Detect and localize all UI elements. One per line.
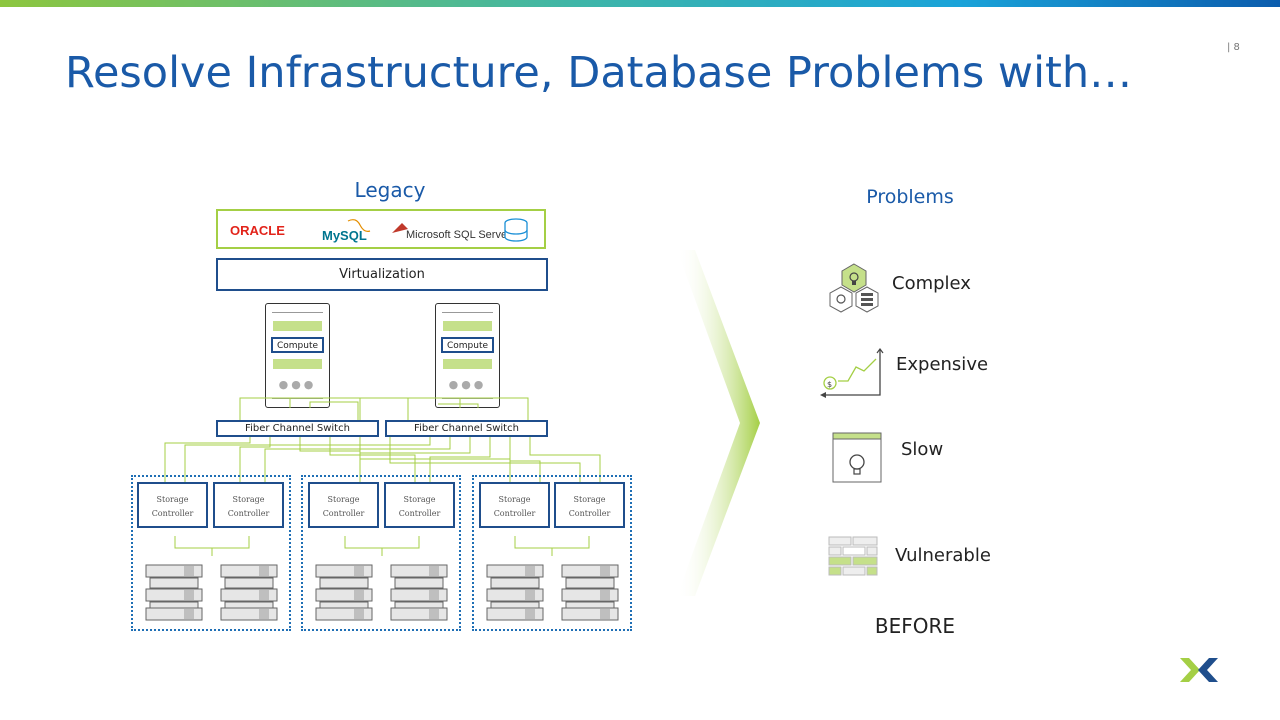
compute-label: Compute <box>441 337 494 353</box>
storage-group-2 <box>301 475 461 631</box>
sql-server-logo: Microsoft SQL Server <box>406 229 511 241</box>
storage-controller: Storage Controller <box>308 482 379 528</box>
brick-wall-icon <box>828 536 878 576</box>
storage-controller: Storage Controller <box>384 482 455 528</box>
storage-controller: Storage Controller <box>479 482 550 528</box>
more-dots-icon: ●●● <box>448 378 487 391</box>
svg-text:$: $ <box>827 380 832 389</box>
sql-server-flag-icon <box>392 223 408 233</box>
mysql-dolphin-icon <box>347 219 371 232</box>
disk-stack-icon <box>315 564 373 621</box>
oracle-logo: ORACLE <box>230 223 285 238</box>
problem-complex: Complex <box>892 273 971 294</box>
disk-stack-icon <box>145 564 203 621</box>
legacy-heading: Legacy <box>354 178 426 202</box>
problem-vulnerable: Vulnerable <box>895 545 991 566</box>
problem-slow: Slow <box>901 439 944 460</box>
compute-server-2: Compute ●●● <box>435 303 500 408</box>
disk-stack-icon <box>390 564 448 621</box>
slow-window-icon <box>832 432 882 483</box>
complex-hex-icon <box>829 263 879 313</box>
storage-group-1 <box>131 475 291 631</box>
database-logos-box: ORACLE MySQL Microsoft SQL Server <box>216 209 546 249</box>
disk-stack-icon <box>486 564 544 621</box>
slide-title: Resolve Infrastructure, Database Problem… <box>65 48 1133 98</box>
before-label: BEFORE <box>874 614 956 638</box>
storage-controller: Storage Controller <box>554 482 625 528</box>
disk-stack-icon <box>561 564 619 621</box>
problem-expensive: Expensive <box>896 354 989 375</box>
brand-gradient-bar <box>0 0 1280 7</box>
virtualization-layer: Virtualization <box>216 258 548 291</box>
more-dots-icon: ●●● <box>278 378 317 391</box>
nutanix-logo-icon <box>1180 658 1218 682</box>
mysql-logo: MySQL <box>322 228 367 243</box>
disk-stack-icon <box>220 564 278 621</box>
storage-controller: Storage Controller <box>213 482 284 528</box>
fiber-channel-switch-1: Fiber Channel Switch <box>216 420 379 437</box>
fiber-channel-switch-2: Fiber Channel Switch <box>385 420 548 437</box>
chevron-right-icon <box>677 250 760 596</box>
cost-chart-icon: $ <box>820 348 884 398</box>
compute-server-1: Compute ●●● <box>265 303 330 408</box>
problems-heading: Problems <box>866 186 954 208</box>
database-cylinder-icon <box>504 218 528 242</box>
compute-label: Compute <box>271 337 324 353</box>
database-logos: ORACLE MySQL Microsoft SQL Server <box>230 218 528 243</box>
page-number: | 8 <box>1227 42 1240 53</box>
storage-group-3 <box>472 475 632 631</box>
storage-controller: Storage Controller <box>137 482 208 528</box>
